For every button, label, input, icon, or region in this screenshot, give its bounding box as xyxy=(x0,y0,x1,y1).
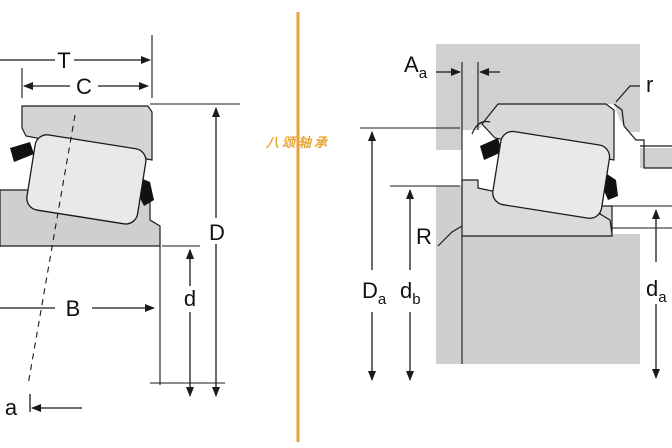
right-label-A-sub: a xyxy=(419,65,428,82)
right-housing-strip xyxy=(640,44,672,138)
right-label-Da-main: D xyxy=(362,278,378,303)
right-label-da-sub: a xyxy=(658,289,667,306)
right-label-Da: Da xyxy=(362,278,387,308)
left-label-T: T xyxy=(57,48,70,73)
left-label-B: B xyxy=(66,296,81,321)
right-label-A: Aa xyxy=(404,52,428,82)
left-label-D: D xyxy=(209,220,225,245)
left-cage-top xyxy=(10,142,34,162)
right-shaft xyxy=(436,180,640,364)
right-label-R: R xyxy=(416,224,432,249)
right-label-da-main: d xyxy=(646,276,658,301)
right-roller xyxy=(492,130,611,219)
left-label-a: a xyxy=(5,395,18,420)
left-contact-line xyxy=(27,114,76,386)
right-label-Da-sub: a xyxy=(378,291,387,308)
right-label-r: r xyxy=(646,72,653,97)
right-label-db-sub: b xyxy=(412,291,420,308)
right-label-A-main: A xyxy=(404,52,419,77)
right-label-da: da xyxy=(646,276,667,306)
left-label-C: C xyxy=(76,74,92,99)
left-roller xyxy=(26,134,147,225)
left-label-d: d xyxy=(184,286,196,311)
right-label-db-main: d xyxy=(400,278,412,303)
right-label-db: db xyxy=(400,278,421,308)
watermark-text: 八颂轴承 xyxy=(265,135,330,151)
right-bearing-drawing: Aa r R Da db da xyxy=(360,44,672,381)
right-housing-tail xyxy=(640,148,672,168)
right-cage-top xyxy=(480,138,502,160)
left-bearing-drawing: T C D d B a xyxy=(0,35,240,420)
